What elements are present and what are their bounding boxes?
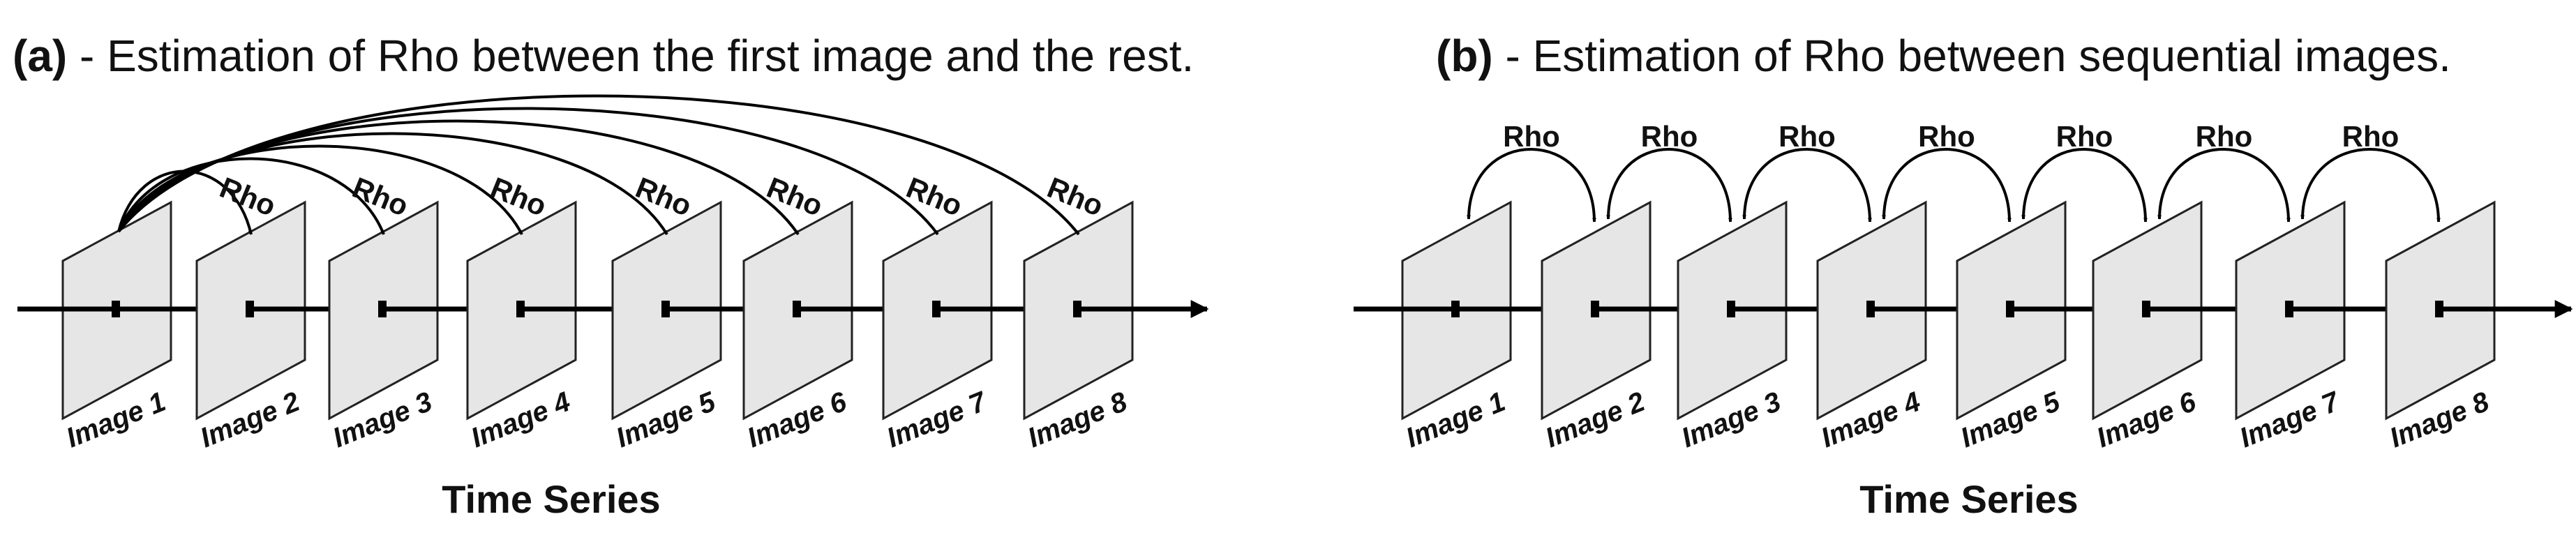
panel-a-pierce-point [378,301,387,317]
panel-b-rho-label: Rho [2196,120,2253,153]
panel-a-axis-label: Time Series [442,477,660,521]
panel-b-rho-label: Rho [2056,120,2113,153]
panel-b-axis-label: Time Series [1859,477,2078,521]
panel-a-title: (a) - Estimation of Rho between the firs… [13,31,1194,81]
panel-a-pierce-point [932,301,941,317]
panel-b-pierce-point [2142,301,2150,317]
panel-a-rho-label: Rho [486,171,551,223]
panel-b-key: (b) [1436,31,1493,81]
panel-b: (b) - Estimation of Rho between sequenti… [1354,31,2573,521]
panel-b-rho-label: Rho [1918,120,1975,153]
panel-b-pierce-point [1591,301,1599,317]
panel-b-rho-arrow [2300,148,2441,223]
panel-b-rho-label: Rho [1641,120,1698,153]
panel-a-pierce-point [661,301,670,317]
panel-b-rho-arrow [2157,148,2291,223]
panel-a-rho-label: Rho [631,171,696,223]
panel-a-pierce-point [793,301,801,317]
panel-b-title-text: - Estimation of Rho between sequential i… [1493,31,2451,81]
panel-a-pierce-point [516,301,525,317]
panel-a-pierce-point [246,301,254,317]
panel-b-rho-arrow [1467,148,1596,223]
panel-b-pierce-point [1866,301,1875,317]
panel-a-rho-arrow [117,144,523,235]
panel-b-rho-arrow [2021,148,2148,223]
panel-b-rho-arrow [1742,148,1872,223]
panel-a-rho-label: Rho [763,171,828,223]
panel-a-key: (a) [13,31,67,81]
panel-b-pierce-point [2435,301,2443,317]
panel-a-rho-label: Rho [1043,171,1108,223]
panel-a-rho-arrow [117,157,385,235]
panel-b-pierce-point [1727,301,1735,317]
panel-a-rho-arrow [117,94,1080,236]
panel-a: (a) - Estimation of Rho between the firs… [13,31,1209,521]
panel-b-title: (b) - Estimation of Rho between sequenti… [1436,31,2451,81]
panel-a-pierce-point [1073,301,1081,317]
panel-b-rho-label: Rho [1503,120,1560,153]
panel-a-rho-label: Rho [216,171,280,223]
panel-b-rho-arrow [1882,148,2012,223]
panel-b-pierce-point [2006,301,2014,317]
panel-b-rho-arrow [1606,148,1732,223]
panel-b-rho-label: Rho [1779,120,1836,153]
panel-b-rho-label: Rho [2342,120,2399,153]
panel-a-title-text: - Estimation of Rho between the first im… [67,31,1194,81]
panel-a-rho-label: Rho [902,171,967,223]
panel-a-rho-label: Rho [348,171,413,223]
panel-b-pierce-point [2285,301,2293,317]
